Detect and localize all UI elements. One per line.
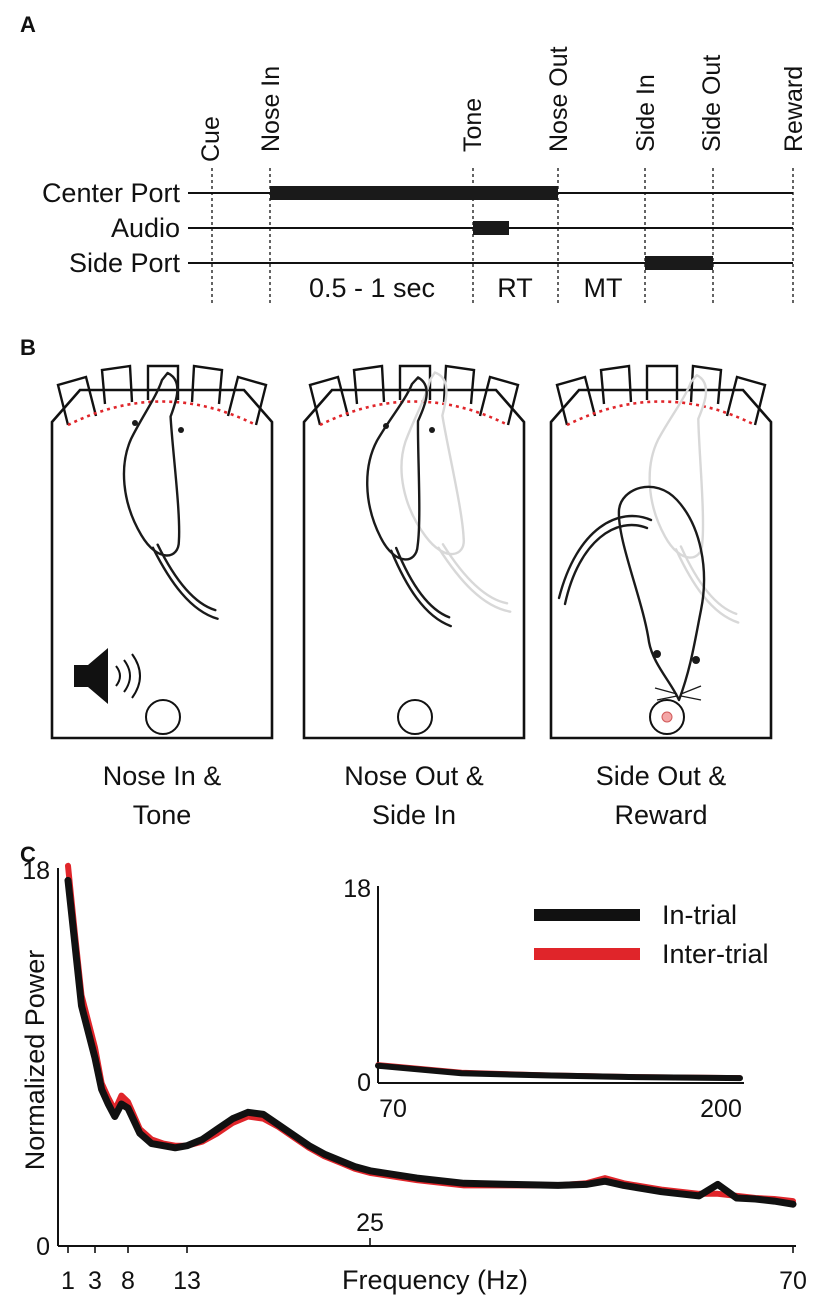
- row-label-center-port: Center Port: [42, 178, 181, 208]
- event-label-side-out: Side Out: [698, 55, 726, 152]
- panel-label-a: A: [20, 12, 36, 37]
- rat-eye: [692, 656, 700, 664]
- caption-line-1: Side Out &: [596, 761, 727, 791]
- caption-line-2: Tone: [133, 800, 192, 830]
- port-boundary-line: [566, 400, 756, 427]
- speaker-icon: [74, 648, 141, 704]
- chart-legend: In-trial Inter-trial: [534, 900, 769, 969]
- row-label-side-port: Side Port: [69, 248, 181, 278]
- panel-a-timeline: Cue Nose In Tone Nose Out Side In Side O…: [42, 46, 808, 305]
- x-tick-label: 70: [779, 1267, 807, 1295]
- whisker: [654, 687, 678, 695]
- caption-line-2: Reward: [614, 800, 707, 830]
- caption-line-1: Nose Out &: [344, 761, 484, 791]
- inset-y-tick-label-max: 18: [343, 875, 371, 903]
- box-outline: [549, 388, 773, 740]
- caption-line-1: Nose In &: [103, 761, 222, 791]
- interval-label-rt: RT: [497, 273, 533, 303]
- y-axis-label: Normalized Power: [20, 950, 50, 1171]
- whisker: [656, 695, 678, 701]
- rat-ear: [132, 420, 138, 426]
- inset-series-line-in-trial: [375, 1062, 743, 1082]
- series-line-in-trial: [64, 876, 797, 1208]
- inset-x-tick-label-max: 200: [700, 1095, 742, 1123]
- behavior-box-2: Nose Out & Side In: [302, 364, 536, 830]
- event-label-cue: Cue: [197, 116, 225, 162]
- box-outline: [302, 388, 526, 740]
- inset-y-tick-label-min: 0: [357, 1069, 371, 1097]
- y-tick-label-min: 0: [36, 1233, 50, 1261]
- event-label-side-in: Side In: [632, 74, 660, 152]
- rat-eye: [653, 650, 661, 658]
- bar-audio: [473, 221, 509, 235]
- bar-side-port: [645, 256, 713, 270]
- bar-center-port: [270, 186, 558, 200]
- caption-line-2: Side In: [372, 800, 456, 830]
- row-label-audio: Audio: [111, 213, 180, 243]
- panel-label-b: B: [20, 335, 36, 360]
- series-group: [64, 862, 797, 1208]
- x-axis-label: Frequency (Hz): [342, 1265, 528, 1295]
- nose-ports: [555, 364, 767, 426]
- nose-ports: [56, 364, 268, 426]
- interval-label-delay: 0.5 - 1 sec: [309, 273, 435, 303]
- event-label-nose-out: Nose Out: [545, 46, 573, 152]
- inset-chart: 18 0 70 200: [343, 875, 744, 1123]
- reward-port: [145, 699, 181, 735]
- x-tick-label: 8: [121, 1267, 135, 1295]
- rat-ear: [429, 427, 435, 433]
- x-tick-label: 1: [61, 1267, 75, 1295]
- whisker: [680, 685, 702, 695]
- behavior-box-3: Side Out & Reward: [549, 364, 796, 830]
- legend-label-in-trial: In-trial: [662, 900, 737, 930]
- event-label-nose-in: Nose In: [257, 66, 285, 152]
- panel-label-c: C: [20, 842, 36, 867]
- rat-ear: [383, 423, 389, 429]
- legend-label-inter-trial: Inter-trial: [662, 939, 769, 969]
- inset-series-group: [375, 1062, 743, 1082]
- inset-x-tick-label-min: 70: [379, 1095, 407, 1123]
- interval-label-mt: MT: [584, 273, 623, 303]
- x-tick-label: 3: [88, 1267, 102, 1295]
- port-boundary-line: [67, 400, 257, 427]
- rat-ear: [178, 427, 184, 433]
- nose-ports: [308, 364, 520, 426]
- x-tick-label: 13: [173, 1267, 201, 1295]
- port-boundary-line: [319, 400, 509, 427]
- event-label-reward: Reward: [780, 66, 808, 152]
- whisker: [680, 695, 702, 701]
- reward-icon: [661, 711, 673, 723]
- rat-icon: [557, 485, 706, 702]
- behavior-box-1: Nose In & Tone: [50, 364, 274, 830]
- event-label-tone: Tone: [459, 98, 487, 152]
- reward-port: [397, 699, 433, 735]
- x-tick-label: 25: [356, 1209, 384, 1237]
- y-tick-label-max: 18: [22, 857, 50, 885]
